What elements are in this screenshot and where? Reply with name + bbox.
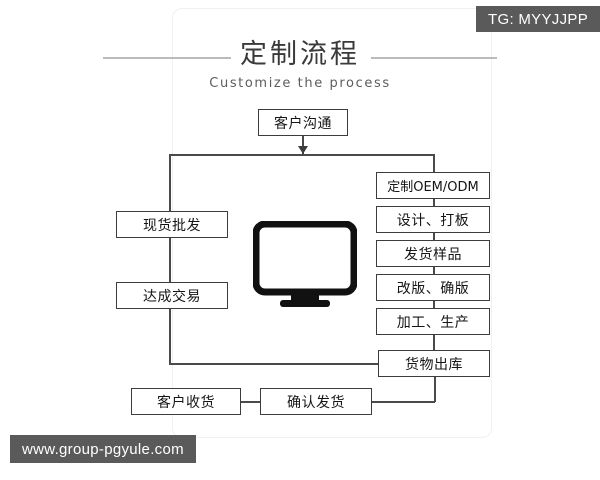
connector-right-3-4 (433, 267, 435, 274)
node-design-pattern[interactable]: 设计、打板 (376, 206, 490, 233)
connector-start-to-bus (302, 136, 304, 154)
connector-merge-to-confirm (372, 401, 435, 403)
connector-bus-horizontal (169, 154, 434, 156)
connector-bus-to-right-branch (433, 154, 435, 172)
node-start-customer-communication[interactable]: 客户沟通 (258, 109, 348, 136)
connector-right-1-2 (433, 199, 435, 206)
node-custom-oem-odm[interactable]: 定制OEM/ODM (376, 172, 490, 199)
node-revise-confirm[interactable]: 改版、确版 (376, 274, 490, 301)
chart-header: 定制流程 Customize the process (0, 38, 600, 91)
node-customer-receive[interactable]: 客户收货 (131, 388, 241, 415)
connector-right-2-3 (433, 233, 435, 240)
connector-right-4-5 (433, 301, 435, 308)
title-rule-left (103, 57, 231, 59)
connector-right-5-merge (433, 335, 435, 350)
connector-left-to-merge (169, 363, 378, 365)
title-row: 定制流程 (0, 38, 600, 72)
node-deal-reached[interactable]: 达成交易 (116, 282, 228, 309)
node-confirm-shipment[interactable]: 确认发货 (260, 388, 372, 415)
connector-merge-down (434, 377, 436, 402)
node-processing-production[interactable]: 加工、生产 (376, 308, 490, 335)
node-goods-outbound[interactable]: 货物出库 (378, 350, 490, 377)
page-subtitle: Customize the process (209, 76, 391, 91)
connector-confirm-to-receive (241, 401, 261, 403)
monitor-icon (252, 220, 358, 314)
website-watermark-badge: www.group-pgyule.com (10, 435, 196, 463)
node-ship-sample[interactable]: 发货样品 (376, 240, 490, 267)
node-spot-wholesale[interactable]: 现货批发 (116, 211, 228, 238)
arrow-down-icon (298, 146, 308, 154)
page-title: 定制流程 (240, 39, 360, 70)
telegram-watermark-badge: TG: MYYJJPP (476, 6, 600, 32)
connector-left-spine (169, 154, 171, 364)
title-rule-right (371, 57, 497, 59)
